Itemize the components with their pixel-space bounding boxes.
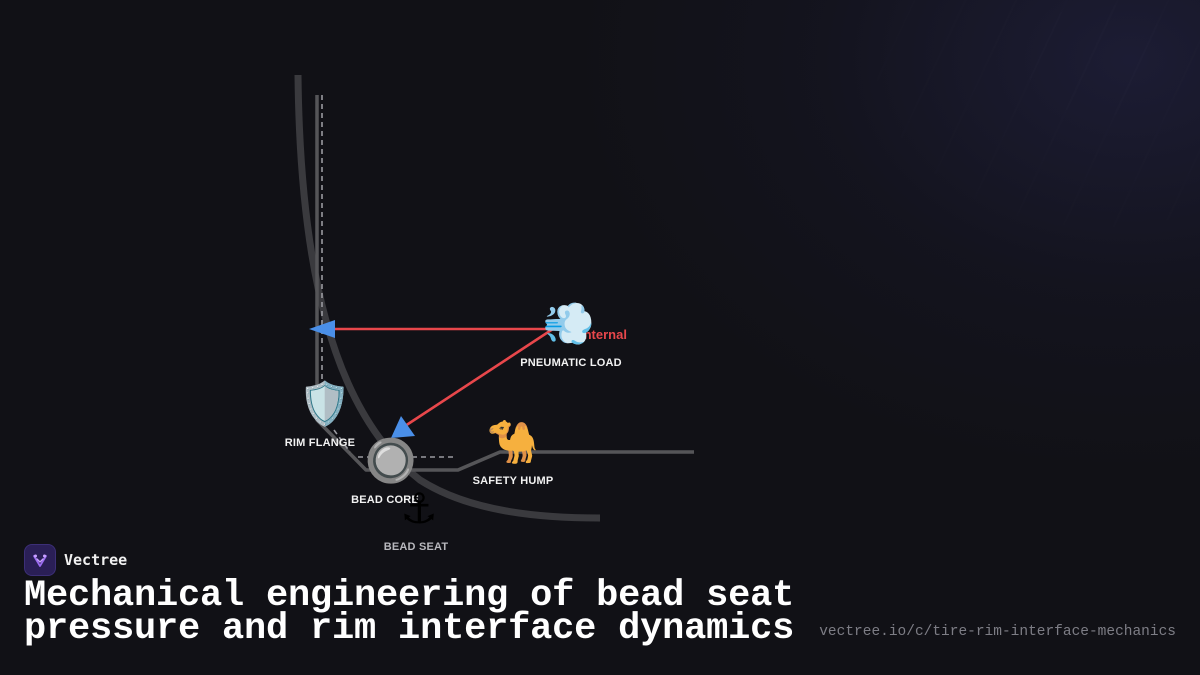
tire-profile-curve [294,74,601,522]
brand-name: Vectree [64,551,128,569]
flange-dashed-diagonal [333,429,351,453]
brand: Vectree [24,544,127,576]
bead-seat-label: BEAD SEAT [383,541,449,553]
source-url: vectree.io/c/tire-rim-interface-mechanic… [819,624,1176,640]
force-label-internal: Internal [580,327,627,342]
radio-button-icon: 🔘 [364,436,418,485]
vectree-logo-icon [24,544,56,576]
safety-hump-label: SAFETY HUMP [472,475,554,487]
page-title: Mechanical engineering of bead seat pres… [24,575,795,650]
anchor-icon: ⚓ [400,484,438,533]
rim-flange-label: RIM FLANGE [284,437,356,449]
vectree-logo-mark [33,554,47,567]
bead-core-label: BEAD CORE [351,494,419,506]
wind-puff-icon: 💨 [542,299,596,348]
pneumatic-load-label: PNEUMATIC LOAD [520,357,622,369]
camel-icon: 🐪 [486,417,540,466]
diagonal-force-arrowhead [391,416,415,438]
shield-icon: 🛡️ [298,379,352,428]
horizontal-force-arrowhead [309,320,335,338]
rim-outline [315,95,694,472]
diagonal-force-line [404,321,563,428]
